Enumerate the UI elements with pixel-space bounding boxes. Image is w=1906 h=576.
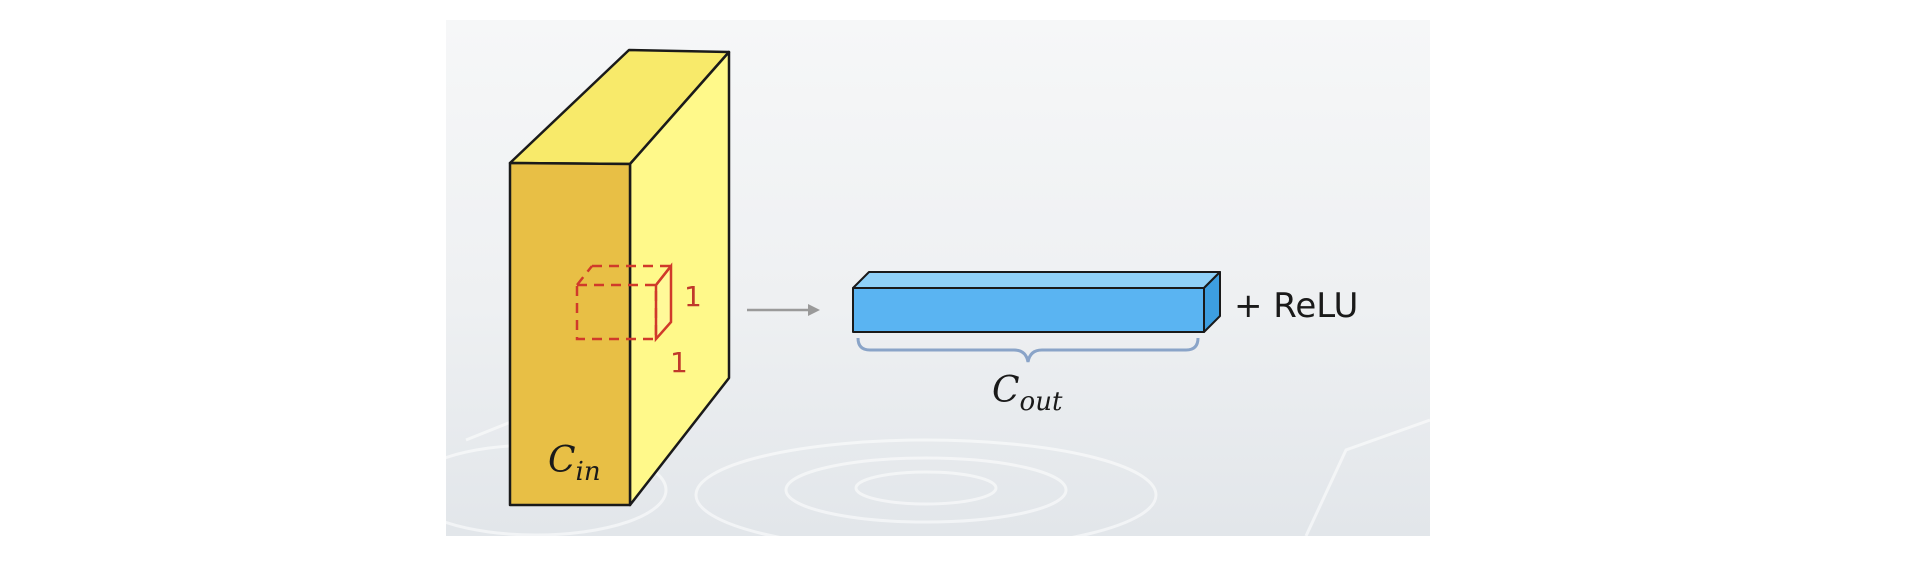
output-channels-label: Cout (992, 370, 1063, 417)
output-brace (856, 337, 1200, 363)
transform-arrow (747, 304, 820, 316)
filter-top-edge (576, 265, 593, 286)
activation-label: + ReLU (1234, 286, 1358, 326)
filter-height-label: 1 (684, 280, 702, 313)
output-bar (852, 271, 1221, 333)
output-bar-front-face (852, 287, 1205, 333)
input-volume: Cin (508, 48, 731, 507)
slide: Cin 1 1 + ReLU (446, 20, 1430, 536)
input-volume-front-face (508, 161, 632, 507)
output-bar-top-face (852, 271, 1221, 289)
diagram-canvas: Cin 1 1 + ReLU (446, 48, 1430, 536)
input-channels-label: Cin (548, 440, 601, 487)
filter-depth-diagonal (655, 265, 672, 286)
filter-kernel (575, 262, 673, 343)
filter-width-label: 1 (670, 346, 688, 379)
